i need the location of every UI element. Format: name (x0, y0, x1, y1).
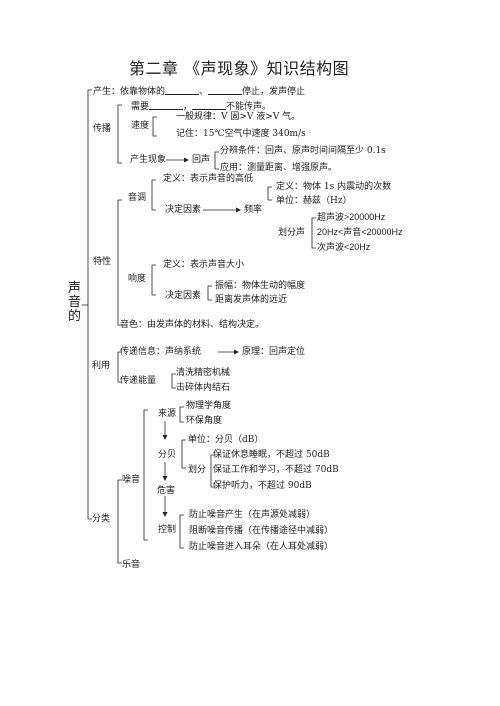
pitch-divide-label: 划分声 (278, 228, 306, 238)
classification-brace (117, 479, 122, 564)
pitch-definition: 定义：表示声音的高低 (163, 174, 254, 184)
loudness-factor-label: 决定因素 (165, 291, 202, 301)
frequency-label: 频率 (244, 205, 263, 215)
loudness-distance: 距离发声体的远近 (215, 295, 288, 305)
propagation-brace (117, 104, 122, 164)
noise-control-label: 控制 (158, 525, 177, 535)
loudness-amplitude: 振幅：物体生动的幅度 (215, 281, 306, 291)
control-ear: 防止噪音进入耳朵（在人耳处减弱） (189, 542, 334, 552)
produce-row: 产生：依靠物体的、停止，发声停止 (93, 87, 306, 97)
speed-rule: 一般规律：V 固>V 液>V 气。 (176, 112, 301, 122)
infrasonic: 次声波<20Hz (317, 242, 371, 252)
characteristics-brace (117, 199, 122, 326)
page-title: 第二章 《声现象》知识结构图 (129, 59, 350, 78)
noise-source-physics: 物理学角度 (186, 401, 232, 411)
root-label: 声音的 (68, 281, 82, 324)
decibel-divide-label: 划分 (188, 465, 207, 475)
propagation-label: 传播 (93, 124, 112, 134)
echo-application: 应用：测量距离、增强原声。 (220, 163, 338, 173)
noise-label: 噪音 (122, 475, 141, 485)
decibel-unit: 单位：分贝（dB） (188, 435, 264, 445)
root-brace (87, 89, 92, 520)
noise-source-environment: 环保角度 (186, 416, 223, 426)
ultrasonic: 超声波>20000Hz (317, 212, 386, 222)
noise-brace (143, 409, 148, 541)
loudness-label: 响度 (128, 274, 147, 284)
loudness-definition: 定义：表示声音大小 (163, 260, 245, 270)
usage-brace (117, 351, 122, 383)
pitch-factor-label: 决定因素 (165, 205, 202, 215)
control-path: 阻断噪音传播（在传播途径中减弱） (189, 526, 334, 536)
frequency-unit: 单位：赫兹（Hz） (276, 196, 352, 206)
usage-principle: 原理：回声定位 (242, 347, 306, 357)
usage-info: 传递信息：声纳系统 (120, 347, 202, 357)
decibel-work: 保证工作和学习，不超过 70dB (213, 465, 339, 475)
noise-source-label: 来源 (158, 409, 177, 419)
usage-label: 利用 (92, 361, 111, 371)
noise-harm: 危害 (157, 486, 176, 496)
classification-label: 分类 (92, 514, 111, 524)
audible-range: 20Hz<声音<20000Hz (317, 227, 403, 237)
echo-condition: 分辨条件：回声、原声时间间隔至少 0.1s (220, 146, 386, 156)
decibel-hearing: 保护听力，不超过 90dB (213, 481, 312, 491)
echo-label: 回声 (192, 155, 211, 165)
control-source: 防止噪音产生（在声源处减弱） (189, 510, 316, 520)
needs-row: 需要，不能传声。 (131, 102, 272, 112)
decibel-label: 分贝 (158, 450, 177, 460)
frequency-definition: 定义：物体 1s 内震动的次数 (276, 182, 392, 192)
usage-stones: 击碎体内结石 (176, 383, 231, 393)
usage-cleaning: 清洗精密机械 (176, 368, 231, 378)
decibel-rest: 保证休息睡眠，不超过 50dB (213, 450, 330, 460)
music-label: 乐音 (122, 560, 141, 570)
pitch-label: 音调 (128, 193, 147, 203)
phenomenon-label: 产生现象 (130, 155, 167, 165)
usage-energy: 传递能量 (120, 376, 157, 386)
speed-remember: 记住：15℃空气中速度 340m/s (176, 129, 306, 139)
speed-label: 速度 (131, 121, 150, 131)
characteristics-label: 特性 (93, 257, 112, 267)
timbre: 音色：由发声体的材料、结构决定。 (120, 320, 265, 330)
